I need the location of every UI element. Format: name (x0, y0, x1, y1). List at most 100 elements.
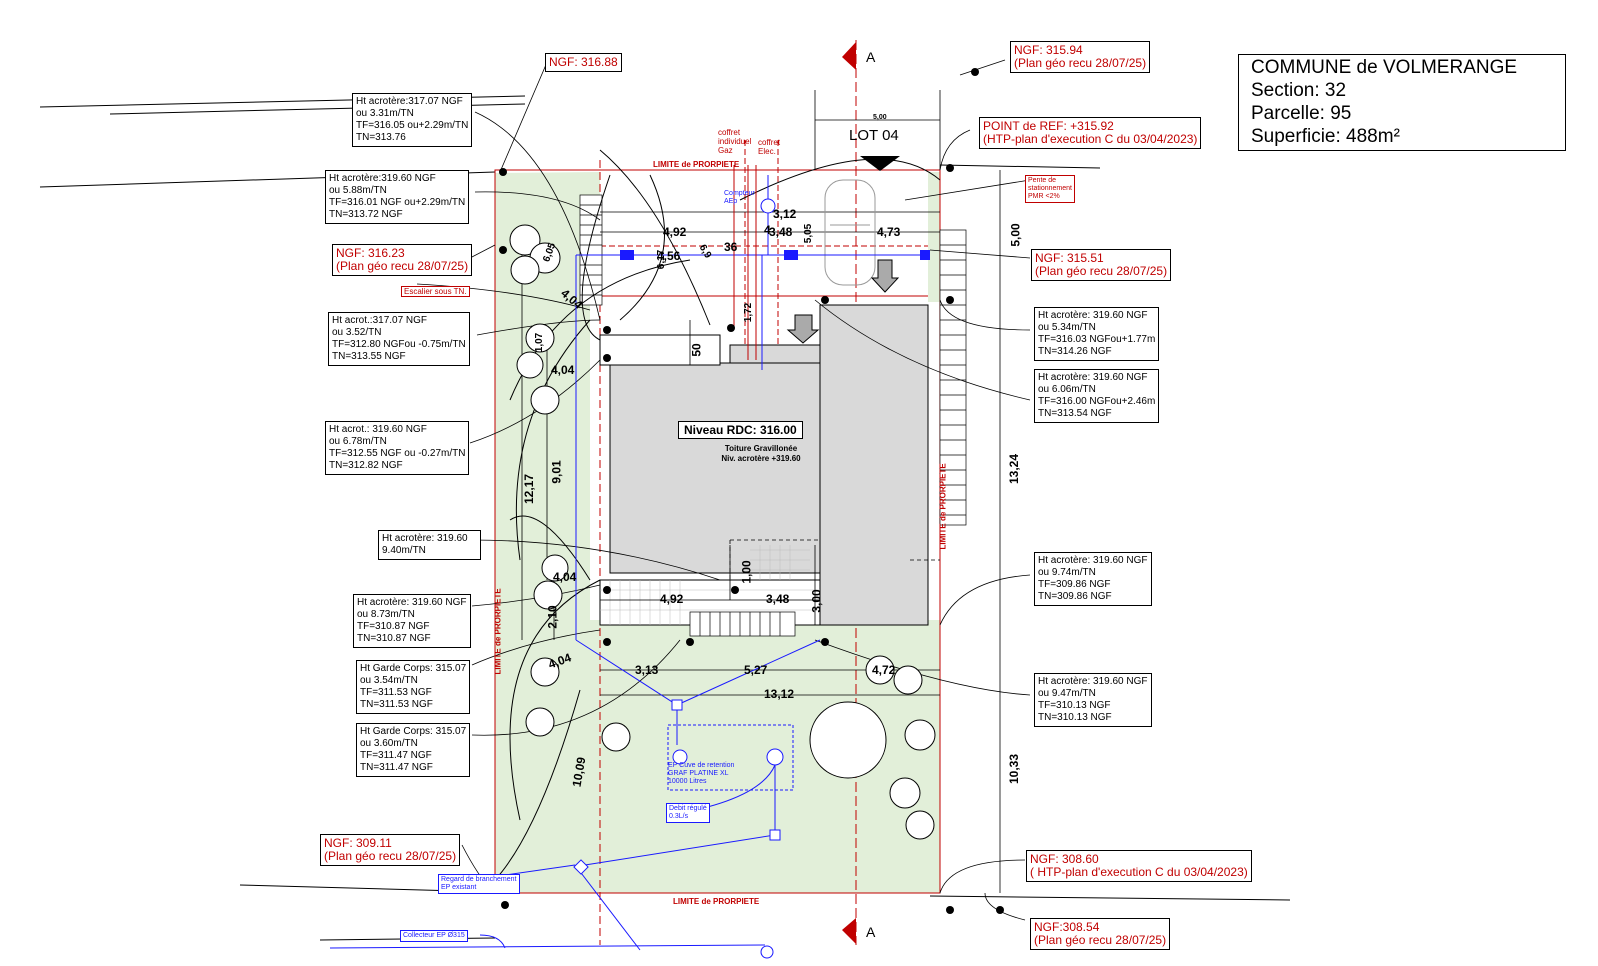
ngf-label: NGF: 315.51(Plan géo recu 28/07/25) (1031, 249, 1172, 281)
info-line: TF=311.53 NGF (360, 687, 432, 698)
info-line: Ht Garde Corps: 315.07 (360, 726, 467, 737)
stair-note: Escalier sous TN. (401, 286, 470, 297)
collector-note: Collecteur EP Ø315 (400, 930, 468, 942)
dimension-label: 3,48 (769, 225, 793, 239)
dimension-label: 1,07 (534, 332, 546, 353)
ngf-text: NGF: 308.60 (1030, 852, 1099, 866)
dimension-label: 9,01 (549, 460, 564, 484)
tank-line: EP Cuve de retention (668, 762, 735, 769)
dimension-label: 3,48 (766, 592, 790, 606)
info-line: ou 9.74m/TN (1038, 567, 1096, 578)
slope-line: PMR <2% (1028, 193, 1060, 200)
commune-section: Section: 32 (1251, 80, 1347, 101)
property-limit-label: LIMITE de PRORPIETE (653, 160, 740, 169)
info-line: Ht acrotère: 319.60 (382, 533, 468, 544)
commune-parcelle: Parcelle: 95 (1251, 103, 1352, 124)
ngf-source: (Plan géo recu 28/07/25) (336, 259, 469, 273)
slope-line: Pente de (1028, 177, 1057, 184)
info-line: ou 3.60m/TN (360, 738, 418, 749)
ngf-source: (Plan géo recu 28/07/25) (1034, 933, 1167, 947)
info-line: Ht acrotère: 319.60 NGF (1038, 676, 1148, 687)
info-line: ou 3.31m/TN (356, 108, 414, 119)
info-line: TF=310.87 NGF (357, 621, 430, 632)
dimension-label: 4,56 (657, 249, 681, 263)
dimension-label: 4,72 (872, 663, 896, 677)
dimension-label: 1,00 (739, 560, 754, 584)
flow-line: Debit régulé (669, 805, 707, 812)
section-marker-bottom: A (866, 924, 876, 940)
info-line: ou 9.47m/TN (1038, 688, 1096, 699)
info-line: TN=314.26 NGF (1038, 346, 1112, 357)
info-line: Ht Garde Corps: 315.07 (360, 663, 467, 674)
info-line: Ht acrot.:317.07 NGF (332, 315, 428, 326)
info-line: Ht acrotère: 319.60 NGF (1038, 310, 1148, 321)
info-line: TN=313.55 NGF (332, 351, 406, 362)
roof-line: Toiture Gravillonée (724, 444, 798, 453)
ngf-label: NGF: 315.94(Plan géo recu 28/07/25) (1010, 41, 1151, 73)
dimension-label: 5,00 (1008, 223, 1023, 247)
ngf-text: NGF: 315.94 (1014, 43, 1083, 57)
info-line: Ht acrotère:319.60 NGF (329, 173, 436, 184)
lot-label: LOT 04 (849, 127, 899, 144)
ngf-text: NGF: 309.11 (324, 836, 392, 850)
property-limit-label: LIMITE de PRORPIETE (493, 588, 503, 675)
property-limit-label: LIMITE de PRORPIETE (938, 463, 948, 550)
info-line: TF=316.01 NGF ou+2.29m/TN (329, 197, 466, 208)
commune-name: COMMUNE de VOLMERANGE (1251, 57, 1518, 78)
dimension-label: 5,05 (803, 223, 815, 244)
ngf-text: NGF:308.54 (1034, 920, 1100, 934)
info-line: TN=311.47 NGF (360, 762, 433, 773)
info-line: TN=310.87 NGF (357, 633, 431, 644)
info-line: TF=312.55 NGF ou -0.27m/TN (329, 448, 466, 459)
gas-box-note: coffret individuel Gaz (718, 128, 751, 155)
info-line: Ht acrotère: 319.60 NGF (1038, 555, 1148, 566)
info-line: TF=312.80 NGFou -0.75m/TN (332, 339, 466, 350)
ngf-label: NGF:308.54(Plan géo recu 28/07/25) (1030, 918, 1171, 950)
ngf-label: NGF: 309.11(Plan géo recu 28/07/25) (320, 834, 461, 866)
dimension-label: 50 (689, 343, 704, 357)
tank-line: 10000 Litres (668, 778, 707, 785)
info-line: TN=313.54 NGF (1038, 408, 1112, 419)
dimension-label: 3,13 (635, 663, 659, 677)
info-line: TN=311.53 NGF (360, 699, 433, 710)
roof-line: Niv. acrotère +319.60 (721, 454, 801, 463)
ngf-label: NGF: 316.88 (545, 53, 622, 72)
ngf-source: (HTP-plan d'execution C du 03/04/2023) (983, 132, 1198, 146)
ngf-text: NGF: 316.88 (549, 55, 618, 69)
dimension-label: 3,12 (773, 207, 797, 221)
info-line: TN=312.82 NGF (329, 460, 403, 471)
gas-line: individuel (718, 137, 752, 146)
elec-box-note: coffret Elec. (758, 138, 780, 156)
info-line: TN=313.72 NGF (329, 209, 403, 220)
ngf-source: (Plan géo recu 28/07/25) (1014, 56, 1147, 70)
dimension-label: 12,17 (522, 473, 537, 505)
ngf-label: POINT de REF: +315.92(HTP-plan d'executi… (979, 117, 1202, 149)
info-line: TF=316.00 NGFou+2.46m (1038, 396, 1156, 407)
dimension-label: 4 (764, 223, 771, 237)
info-line: 9.40m/TN (382, 545, 426, 556)
info-line: TF=316.05 ou+2.29m/TN (356, 120, 469, 131)
dimension-label: 2,10 (545, 605, 560, 629)
flow-note: Debit régulé 0.3L/s (666, 803, 710, 823)
meter-line: AEp (724, 198, 738, 205)
info-line: ou 5.88m/TN (329, 185, 387, 196)
dimension-label: 1,72 (743, 302, 755, 323)
info-line: TN=313.76 (356, 132, 406, 143)
info-line: ou 3.54m/TN (360, 675, 418, 686)
dimension-label: 13,24 (1007, 453, 1022, 485)
gas-line: Gaz (718, 146, 733, 155)
ngf-text: NGF: 316.23 (336, 246, 405, 260)
info-line: TF=310.13 NGF (1038, 700, 1111, 711)
dimension-label: 4,92 (660, 592, 684, 606)
elec-line: Elec. (758, 147, 776, 156)
